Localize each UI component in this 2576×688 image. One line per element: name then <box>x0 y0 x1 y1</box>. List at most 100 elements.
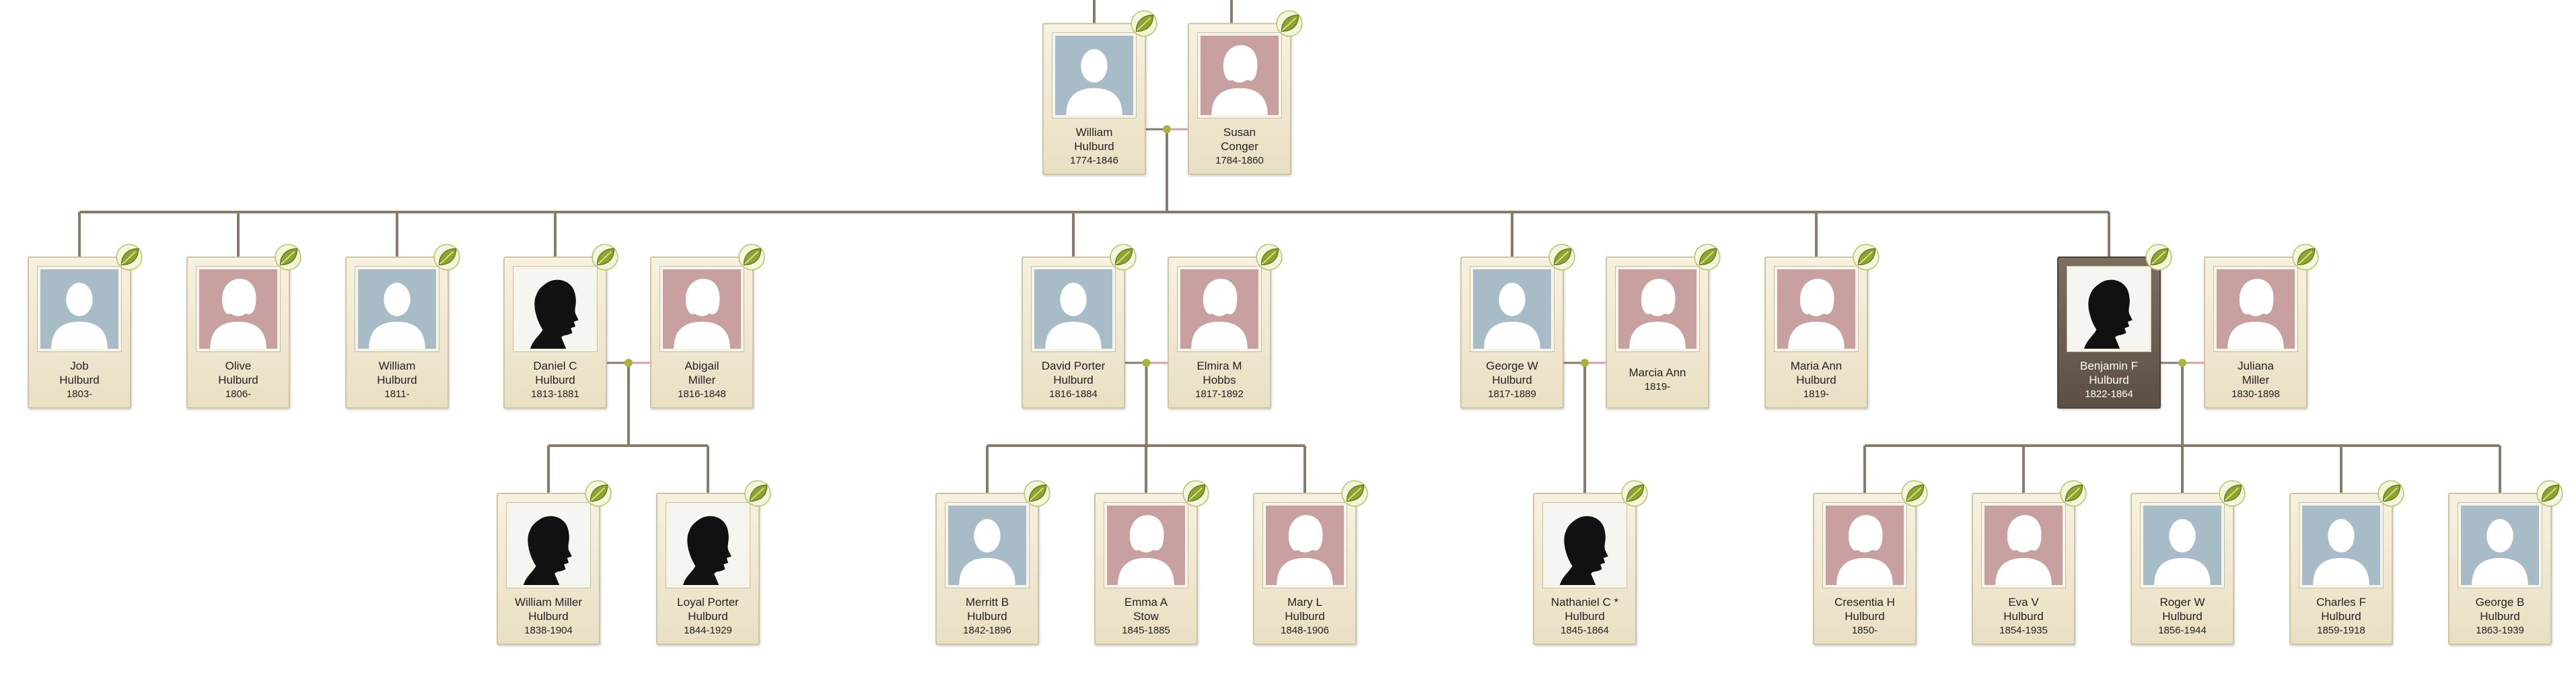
surname: Hulburd <box>218 374 258 386</box>
life-years: 1848-1906 <box>1281 625 1329 636</box>
female-avatar-icon <box>1615 266 1700 352</box>
given-name: Daniel C <box>533 359 577 372</box>
life-years: 1784-1860 <box>1215 155 1264 166</box>
hint-leaf-icon[interactable] <box>1340 479 1369 508</box>
hint-leaf-icon[interactable] <box>1023 479 1051 508</box>
silhouette-photo <box>506 502 591 588</box>
surname: Hulburd <box>377 374 417 386</box>
hint-leaf-icon[interactable] <box>1693 243 1721 271</box>
life-years: 1842-1896 <box>963 625 1011 636</box>
life-years: 1817-1889 <box>1488 388 1536 400</box>
hint-leaf-icon[interactable] <box>433 243 461 271</box>
surname: Hulburd <box>688 610 728 623</box>
life-years: 1830-1898 <box>2231 388 2280 400</box>
life-years: 1774-1846 <box>1070 155 1118 166</box>
surname: Miller <box>688 374 716 386</box>
marriage-dot[interactable] <box>1142 359 1151 367</box>
surname: Hulburd <box>1285 610 1325 623</box>
hint-leaf-icon[interactable] <box>115 243 143 271</box>
surname: Miller <box>2242 374 2270 386</box>
given-name: Olive <box>225 359 252 372</box>
male-avatar-icon <box>2140 502 2225 588</box>
surname: Hulburd <box>59 374 100 386</box>
hint-leaf-icon[interactable] <box>744 479 772 508</box>
hint-leaf-icon[interactable] <box>1852 243 1880 271</box>
given-name: Merritt B <box>965 596 1009 609</box>
hint-leaf-icon[interactable] <box>738 243 766 271</box>
female-avatar-icon <box>196 266 281 352</box>
hint-leaf-icon[interactable] <box>1182 479 1210 508</box>
surname: Hulburd <box>1845 610 1885 623</box>
life-years: 1817-1892 <box>1195 388 1244 400</box>
hint-leaf-icon[interactable] <box>1620 479 1649 508</box>
hint-leaf-icon[interactable] <box>1275 9 1303 38</box>
hint-leaf-icon[interactable] <box>584 479 612 508</box>
hint-leaf-icon[interactable] <box>1130 9 1158 38</box>
hint-leaf-icon[interactable] <box>2218 479 2246 508</box>
life-years: 1845-1864 <box>1561 625 1609 636</box>
given-name: Juliana <box>2238 359 2274 372</box>
surname: Stow <box>1133 610 1159 623</box>
hint-leaf-icon[interactable] <box>1255 243 1283 271</box>
marriage-dot[interactable] <box>1581 359 1589 367</box>
hint-leaf-icon[interactable] <box>2536 479 2564 508</box>
life-years: 1803- <box>66 388 93 400</box>
marriage-dot[interactable] <box>624 359 633 367</box>
hint-leaf-icon[interactable] <box>274 243 302 271</box>
hint-leaf-icon[interactable] <box>2059 479 2087 508</box>
life-years: 1806- <box>225 388 252 400</box>
female-avatar-icon <box>659 266 744 352</box>
marriage-dot[interactable] <box>1163 125 1171 133</box>
hint-leaf-icon[interactable] <box>2145 243 2173 271</box>
surname: Hobbs <box>1203 374 1236 386</box>
given-name: Mary L <box>1287 596 1322 609</box>
hint-leaf-icon[interactable] <box>2291 243 2320 271</box>
surname: Hulburd <box>1796 374 1836 386</box>
hint-leaf-icon[interactable] <box>2377 479 2405 508</box>
hint-leaf-icon[interactable] <box>591 243 619 271</box>
female-avatar-icon <box>1177 266 1262 352</box>
given-name: Eva V <box>2008 596 2039 609</box>
given-name: Charles F <box>2316 596 2366 609</box>
surname: Hulburd <box>2321 610 2361 623</box>
hint-leaf-icon[interactable] <box>1900 479 1929 508</box>
life-years: 1811- <box>384 388 410 400</box>
marriage-dot[interactable] <box>2178 359 2186 367</box>
hint-leaf-icon[interactable] <box>1109 243 1137 271</box>
life-years: 1822-1864 <box>2085 388 2133 400</box>
hint-leaf-icon[interactable] <box>1548 243 1576 271</box>
